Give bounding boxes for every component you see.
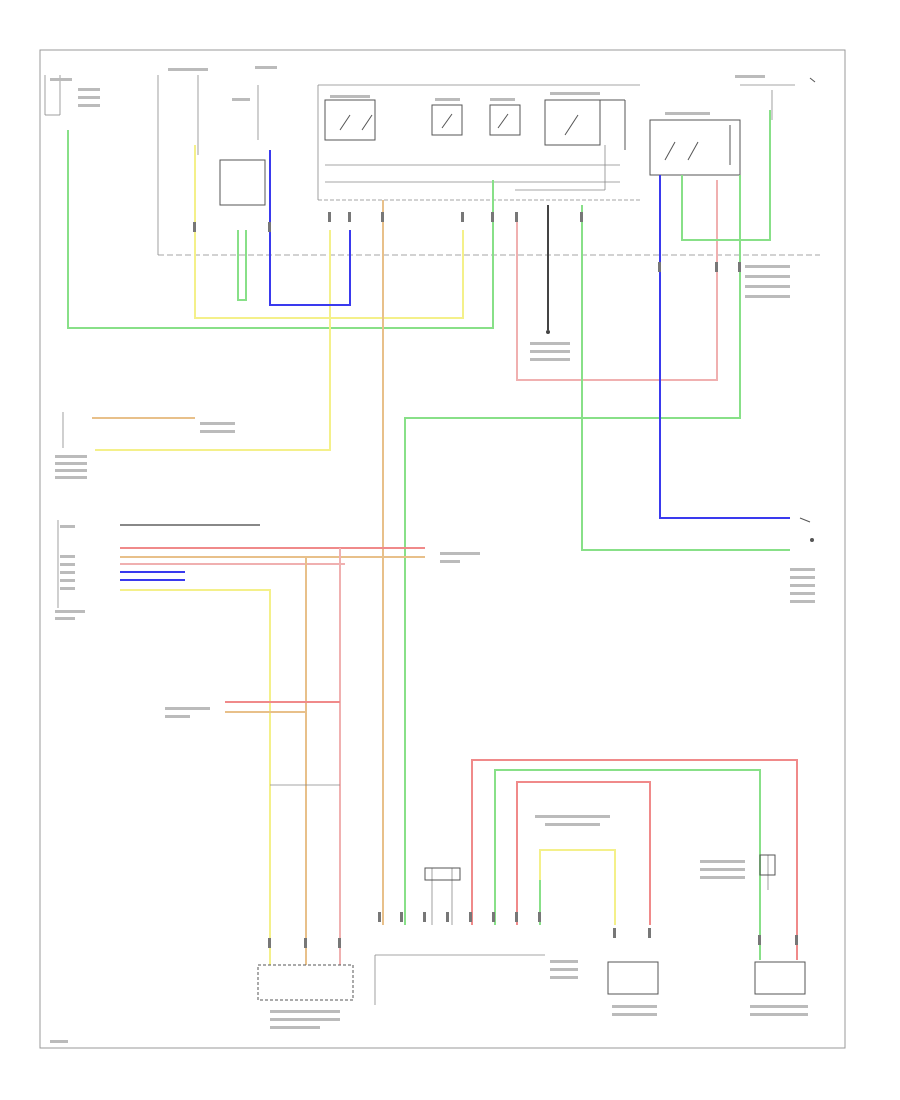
wire-green-left [67,130,494,329]
middle-labels [50,342,815,1043]
connector-pin-icon [193,212,798,948]
diagram-border [39,49,846,1049]
wire-blue-right [659,175,790,519]
relay-switch-icon [324,99,376,141]
top-component-labels [50,66,790,298]
component-left-module [257,964,354,1029]
relay-switch-icon [649,119,741,176]
wire-green-right [404,175,741,925]
relay-switch-icon [489,104,521,136]
control-unit-wires [57,520,425,965]
fuse-relay-box [44,75,820,256]
relay-switch-icon [431,104,463,136]
component-sensor-2 [750,854,808,1016]
wire-green-right2 [581,205,790,551]
ground-symbol-icon [799,77,816,542]
left-sensor-wires [62,412,195,448]
wire-green-top-right [681,110,771,241]
wire-yellow-mid [95,230,331,451]
wire-blue-top [269,150,351,306]
component-center-connector [374,954,578,1005]
wire-pink-top [516,180,718,381]
relay-switch-icon [544,99,626,150]
ground-symbol-icon [546,330,550,334]
wire-green-short [237,230,247,301]
component-sensor-1 [607,961,659,1016]
